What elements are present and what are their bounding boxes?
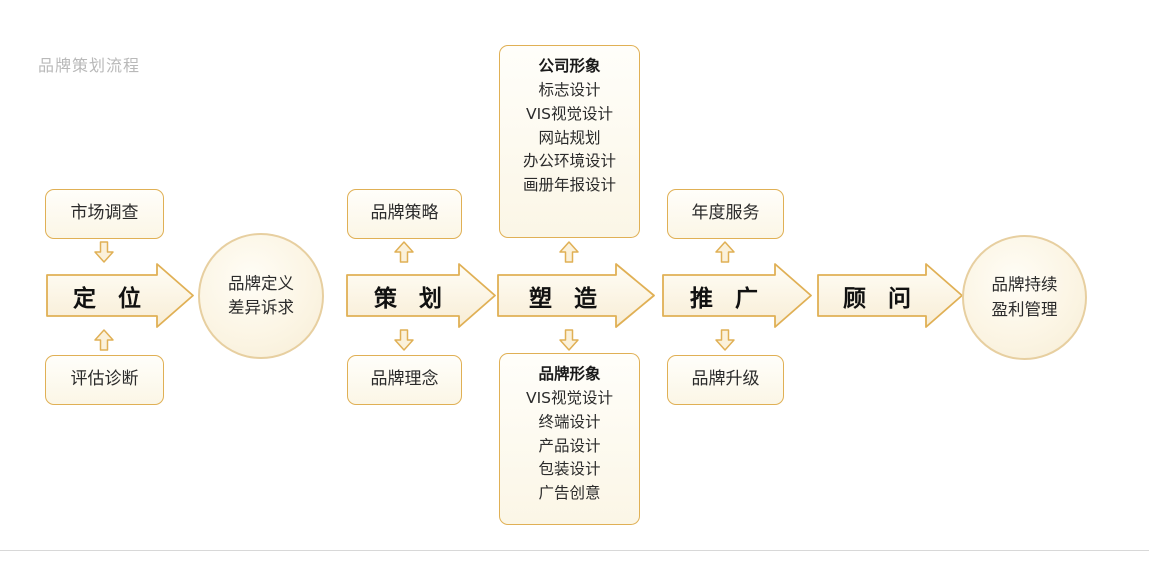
box-company-image[interactable]: 公司形象 标志设计 VIS视觉设计 网站规划 办公环境设计 画册年报设计	[499, 45, 640, 238]
box-company-image-item-0: 标志设计	[538, 80, 601, 99]
connector-up-icon-4	[713, 240, 737, 264]
box-brand-image[interactable]: 品牌形象 VIS视觉设计 终端设计 产品设计 包装设计 广告创意	[499, 353, 640, 525]
box-market-research-label: 市场调查	[70, 203, 139, 224]
circle-brand-definition-line2: 差异诉求	[228, 298, 294, 317]
box-assessment-diagnosis[interactable]: 评估诊断	[45, 355, 164, 405]
box-company-image-item-4: 画册年报设计	[522, 176, 616, 195]
box-assessment-diagnosis-label: 评估诊断	[70, 369, 139, 390]
stage-consulting-arrow[interactable]: 顾 问	[816, 262, 964, 329]
connector-down-icon-2	[392, 328, 416, 352]
circle-profit-management-line1: 品牌持续	[991, 275, 1058, 295]
connector-down-icon-4	[713, 328, 737, 352]
box-brand-image-item-0: VIS视觉设计	[525, 388, 613, 407]
box-annual-service[interactable]: 年度服务	[667, 189, 784, 239]
page-title: 品牌策划流程	[38, 56, 141, 75]
box-company-image-item-1: VIS视觉设计	[525, 104, 613, 123]
circle-profit-management[interactable]: 品牌持续 盈利管理	[962, 235, 1087, 360]
connector-down-icon-3	[557, 328, 581, 352]
box-brand-image-item-1: 终端设计	[538, 412, 601, 431]
circle-brand-definition-line1: 品牌定义	[228, 273, 294, 293]
circle-brand-definition[interactable]: 品牌定义 差异诉求	[198, 233, 324, 359]
connector-up-icon-1	[92, 328, 116, 352]
box-brand-strategy[interactable]: 品牌策略	[347, 189, 462, 239]
box-company-image-item-3: 办公环境设计	[522, 152, 616, 171]
stage-promotion-arrow[interactable]: 推 广	[661, 262, 813, 329]
stage-shaping-arrow[interactable]: 塑 造	[496, 262, 656, 329]
connector-up-icon-2	[392, 240, 416, 264]
box-brand-concept[interactable]: 品牌理念	[347, 355, 462, 405]
box-brand-concept-label: 品牌理念	[370, 369, 439, 390]
box-brand-strategy-label: 品牌策略	[370, 203, 439, 224]
box-company-image-item-2: 网站规划	[538, 128, 601, 147]
stage-positioning-arrow[interactable]: 定 位	[45, 262, 195, 329]
box-brand-image-header: 品牌形象	[538, 365, 601, 383]
circle-profit-management-line2: 盈利管理	[991, 299, 1058, 319]
connector-up-icon-3	[557, 240, 581, 264]
bottom-divider	[0, 550, 1149, 551]
box-brand-upgrade-label: 品牌升级	[691, 369, 760, 390]
box-company-image-header: 公司形象	[538, 57, 601, 75]
connector-down-icon-1	[92, 240, 116, 264]
stage-planning-arrow[interactable]: 策 划	[345, 262, 497, 329]
box-brand-upgrade[interactable]: 品牌升级	[667, 355, 784, 405]
box-market-research[interactable]: 市场调查	[45, 189, 164, 239]
box-brand-image-item-2: 产品设计	[538, 436, 601, 455]
box-brand-image-item-4: 广告创意	[538, 484, 601, 503]
box-brand-image-item-3: 包装设计	[538, 460, 601, 479]
box-annual-service-label: 年度服务	[691, 203, 760, 224]
